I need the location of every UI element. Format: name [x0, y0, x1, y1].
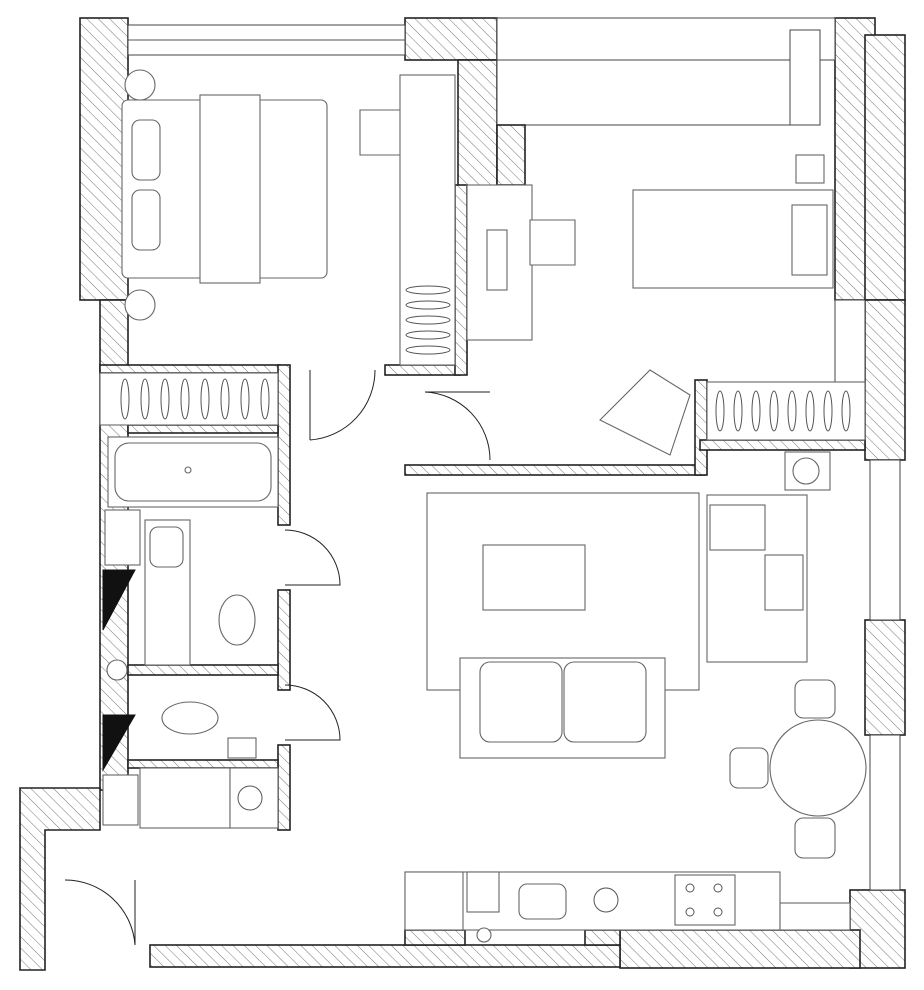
- toilet: [161, 701, 219, 735]
- window: [496, 17, 836, 61]
- wall-segment: [864, 34, 906, 301]
- wall-segment: [864, 619, 906, 736]
- toilet-door: [284, 529, 341, 586]
- dining-chair: [794, 679, 836, 719]
- shaft: [466, 871, 500, 913]
- wardrobe: [706, 381, 866, 441]
- kids-room-door: [424, 391, 491, 461]
- interior-walls: [99, 124, 866, 831]
- window: [869, 459, 901, 621]
- dining-chair: [794, 817, 836, 859]
- bathroom: [102, 436, 279, 772]
- pipe: [106, 659, 128, 681]
- wall-segment: [404, 17, 498, 61]
- windows: [127, 17, 901, 891]
- boiler: [229, 767, 279, 829]
- wc: [102, 701, 279, 829]
- laptop: [486, 229, 508, 291]
- wall-segment: [496, 124, 526, 186]
- wall-segment: [619, 929, 861, 969]
- coffee-table: [482, 544, 586, 611]
- hall-wardrobe: [99, 372, 279, 426]
- wall-segment: [277, 744, 291, 831]
- balcony: [496, 59, 798, 126]
- burner: [685, 883, 695, 893]
- wall-segment: [384, 364, 461, 376]
- wall-segment: [149, 944, 621, 968]
- sofa-seat: [563, 661, 647, 743]
- window: [869, 734, 901, 891]
- cooktop: [674, 874, 736, 926]
- wall-segment: [457, 59, 498, 187]
- wall-segment: [864, 299, 906, 461]
- plant-pot: [792, 457, 820, 485]
- bed-blanket: [199, 94, 261, 284]
- shaft: [102, 774, 139, 826]
- burner: [713, 907, 723, 917]
- nightstand: [795, 154, 825, 184]
- wall-segment: [277, 364, 291, 526]
- drain: [184, 466, 192, 474]
- pillow: [131, 189, 161, 251]
- pillow: [131, 119, 161, 181]
- bathtub-basin: [114, 442, 272, 502]
- dining-table: [769, 719, 867, 817]
- cabinet: [139, 767, 231, 829]
- wall-segment: [79, 17, 129, 301]
- washing-machine: [104, 509, 141, 566]
- wall-segment: [127, 424, 279, 434]
- bedroom: [121, 69, 456, 366]
- nightstand-lamp: [124, 69, 156, 101]
- burner: [685, 907, 695, 917]
- bathroom-door: [309, 369, 376, 441]
- wall-segment: [404, 929, 466, 946]
- wall-segment: [699, 439, 866, 451]
- sofa-seat: [479, 661, 563, 743]
- wall-segment: [454, 184, 468, 376]
- sink: [149, 526, 184, 568]
- wardrobe: [399, 74, 456, 366]
- living-room: [426, 451, 867, 859]
- dining-chair: [729, 747, 769, 789]
- sink: [227, 737, 257, 759]
- burner: [713, 883, 723, 893]
- wall-segment: [584, 929, 621, 946]
- kitchen: [404, 871, 851, 943]
- toilet: [218, 594, 256, 646]
- wall-segment: [127, 759, 279, 769]
- kids-room: [466, 154, 866, 456]
- hangers: [405, 285, 451, 355]
- wall-segment: [127, 664, 279, 676]
- armchair: [599, 369, 691, 456]
- wc-door: [284, 684, 341, 741]
- hangers: [715, 390, 851, 432]
- fridge: [404, 871, 464, 931]
- counter-end: [779, 902, 851, 931]
- wall-segment: [99, 364, 281, 374]
- wall-segment: [404, 464, 706, 476]
- spiral-icon: [237, 785, 263, 811]
- cabinet: [789, 29, 821, 126]
- nightstand-lamp: [124, 289, 156, 321]
- desk-chair: [359, 109, 406, 156]
- exterior-walls: [19, 17, 906, 971]
- doors: [64, 369, 491, 946]
- armchair: [764, 554, 804, 611]
- wall-segment: [277, 589, 291, 691]
- shaft: [102, 714, 136, 772]
- entrance-door: [64, 879, 136, 946]
- wall-segment: [19, 787, 101, 971]
- cabinet: [834, 299, 866, 383]
- armchair: [709, 504, 766, 551]
- desk-chair: [529, 219, 576, 266]
- pillow: [791, 204, 828, 276]
- shaft: [102, 569, 136, 631]
- wall-segment: [694, 379, 708, 476]
- spiral-icon: [593, 887, 619, 913]
- kitchen-sink: [518, 883, 567, 920]
- pipe: [476, 927, 492, 943]
